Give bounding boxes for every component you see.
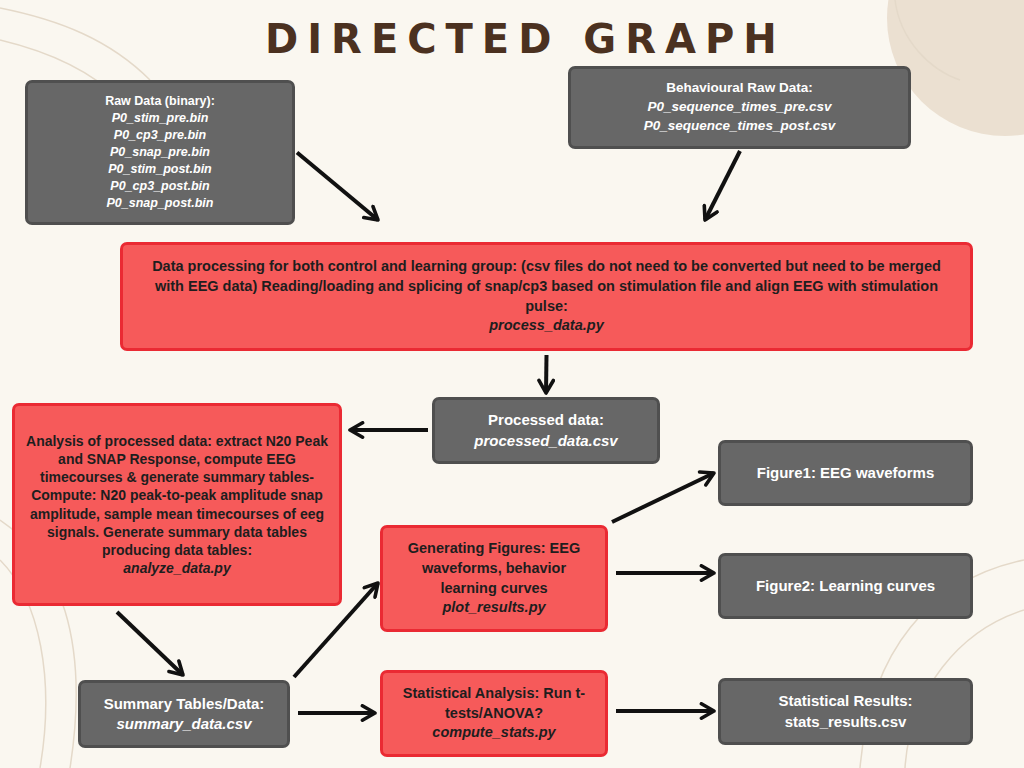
node-content: Summary Tables/Data:summary_data.csv	[89, 694, 279, 735]
file-name: summary_data.csv	[89, 714, 279, 734]
data-source-box: Behavioural Raw Data:P0_sequence_times_p…	[568, 66, 911, 149]
data-box: Summary Tables/Data:summary_data.csv	[78, 680, 290, 748]
node-text: Data processing for both control and lea…	[147, 257, 947, 316]
process-box: Data processing for both control and lea…	[120, 242, 973, 351]
arrow-connector	[705, 151, 740, 220]
file-name: P0_sequence_times_pre.csv P0_sequence_ti…	[615, 98, 865, 136]
arrow-connector	[298, 711, 375, 715]
arrow-connector	[544, 355, 549, 393]
arrow-connector	[616, 709, 714, 713]
arrow-connector	[616, 571, 714, 575]
deco-arc	[0, 8, 150, 80]
file-name: compute_stats.py	[392, 723, 596, 743]
data-box: Processed data:processed_data.csv	[432, 397, 660, 464]
node-content: Generating Figures: EEG waveforms, behav…	[392, 539, 596, 617]
arrow-connector	[350, 428, 428, 432]
node-content: Raw Data (binary):P0_stim_pre.bin P0_cp3…	[36, 93, 284, 211]
node-content: Analysis of processed data: extract N20 …	[25, 432, 329, 578]
file-name: P0_stim_pre.bin P0_cp3_pre.bin P0_snap_p…	[93, 110, 228, 211]
node-text: Figure2: Learning curves	[729, 576, 962, 596]
arrow-connector	[117, 612, 183, 675]
node-content: Processed data:processed_data.csv	[443, 410, 649, 451]
file-name: processed_data.csv	[443, 431, 649, 451]
node-text: Statistical Analysis: Run t-tests/ANOVA?	[399, 684, 589, 723]
output-box: Figure2: Learning curves	[718, 553, 973, 619]
node-text: Raw Data (binary):	[36, 93, 284, 110]
node-content: Data processing for both control and lea…	[133, 257, 960, 335]
node-content: Figure2: Learning curves	[729, 576, 962, 596]
node-content: Statistical Analysis: Run t-tests/ANOVA?…	[392, 684, 596, 743]
arrow-connector	[297, 153, 378, 221]
file-name: process_data.py	[133, 316, 960, 336]
node-text: Statistical Results:	[729, 691, 962, 711]
file-name: plot_results.py	[392, 598, 596, 618]
data-source-box: Raw Data (binary):P0_stim_pre.bin P0_cp3…	[25, 80, 295, 225]
node-content: Behavioural Raw Data:P0_sequence_times_p…	[579, 79, 900, 136]
node-text: Processed data:	[443, 410, 649, 430]
node-text: Figure1: EEG waveforms	[729, 463, 962, 483]
node-text: stats_results.csv	[729, 712, 962, 732]
node-text: Behavioural Raw Data:	[579, 79, 900, 98]
node-content: Statistical Results:stats_results.csv	[729, 691, 962, 732]
process-box: Statistical Analysis: Run t-tests/ANOVA?…	[380, 670, 608, 757]
node-text: Analysis of processed data: extract N20 …	[25, 432, 329, 559]
file-name: analyze_data.py	[25, 559, 329, 577]
node-text: Summary Tables/Data:	[89, 694, 279, 714]
arrow-connector	[612, 473, 714, 522]
output-box: Figure1: EEG waveforms	[718, 440, 973, 506]
node-content: Figure1: EEG waveforms	[729, 463, 962, 483]
process-box: Generating Figures: EEG waveforms, behav…	[380, 525, 608, 632]
output-box: Statistical Results:stats_results.csv	[718, 678, 973, 745]
diagram-title: DIRECTED GRAPH	[265, 16, 786, 62]
process-box: Analysis of processed data: extract N20 …	[12, 403, 342, 606]
node-text: Generating Figures: EEG waveforms, behav…	[394, 539, 594, 598]
